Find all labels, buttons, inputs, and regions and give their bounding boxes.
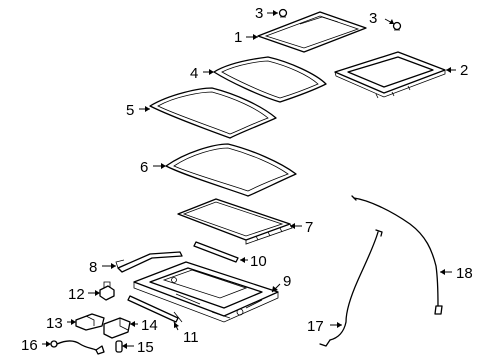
leader-lines: [42, 10, 456, 349]
callout-8: 8: [89, 259, 97, 276]
callout-3-right: 3: [369, 10, 377, 27]
callout-15: 15: [137, 339, 154, 356]
part-15-plug: [115, 340, 123, 353]
part-10-rail: [193, 241, 239, 263]
callout-10: 10: [250, 253, 267, 270]
part-17-drain-hose: [319, 229, 383, 347]
callout-4: 4: [190, 65, 198, 82]
part-13-motor-bracket: [75, 313, 105, 331]
callout-18: 18: [456, 265, 473, 282]
part-5-weatherstrip: [149, 87, 277, 139]
part-6-panel-seal: [165, 143, 297, 197]
callout-12: 12: [68, 286, 85, 303]
callout-7: 7: [305, 219, 313, 236]
callout-1: 1: [234, 29, 242, 46]
part-14-motor: [103, 317, 131, 339]
part-7-sunshade: [177, 198, 293, 245]
callout-13: 13: [46, 315, 63, 332]
part-1-glass-panel: [257, 11, 367, 53]
part-2-frame: [334, 51, 446, 99]
callout-16: 16: [21, 337, 38, 354]
part-3-clip-left: [278, 8, 288, 18]
part-4-seal: [213, 56, 327, 103]
part-11-drain-strip: [127, 295, 183, 323]
callout-9: 9: [283, 273, 291, 290]
part-12-bolt: [99, 281, 115, 301]
callout-14: 14: [141, 317, 158, 334]
callout-2: 2: [460, 62, 468, 79]
part-18-drain-hose: [351, 195, 443, 315]
callout-17: 17: [307, 318, 324, 335]
part-16-harness: [50, 340, 105, 355]
callout-3-left: 3: [255, 5, 263, 22]
callout-11: 11: [183, 329, 199, 346]
part-8-deflector: [115, 251, 183, 273]
callout-6: 6: [140, 159, 148, 176]
part-9-housing: [133, 261, 279, 323]
callout-5: 5: [126, 102, 134, 119]
part-3-clip-right: [392, 21, 402, 31]
